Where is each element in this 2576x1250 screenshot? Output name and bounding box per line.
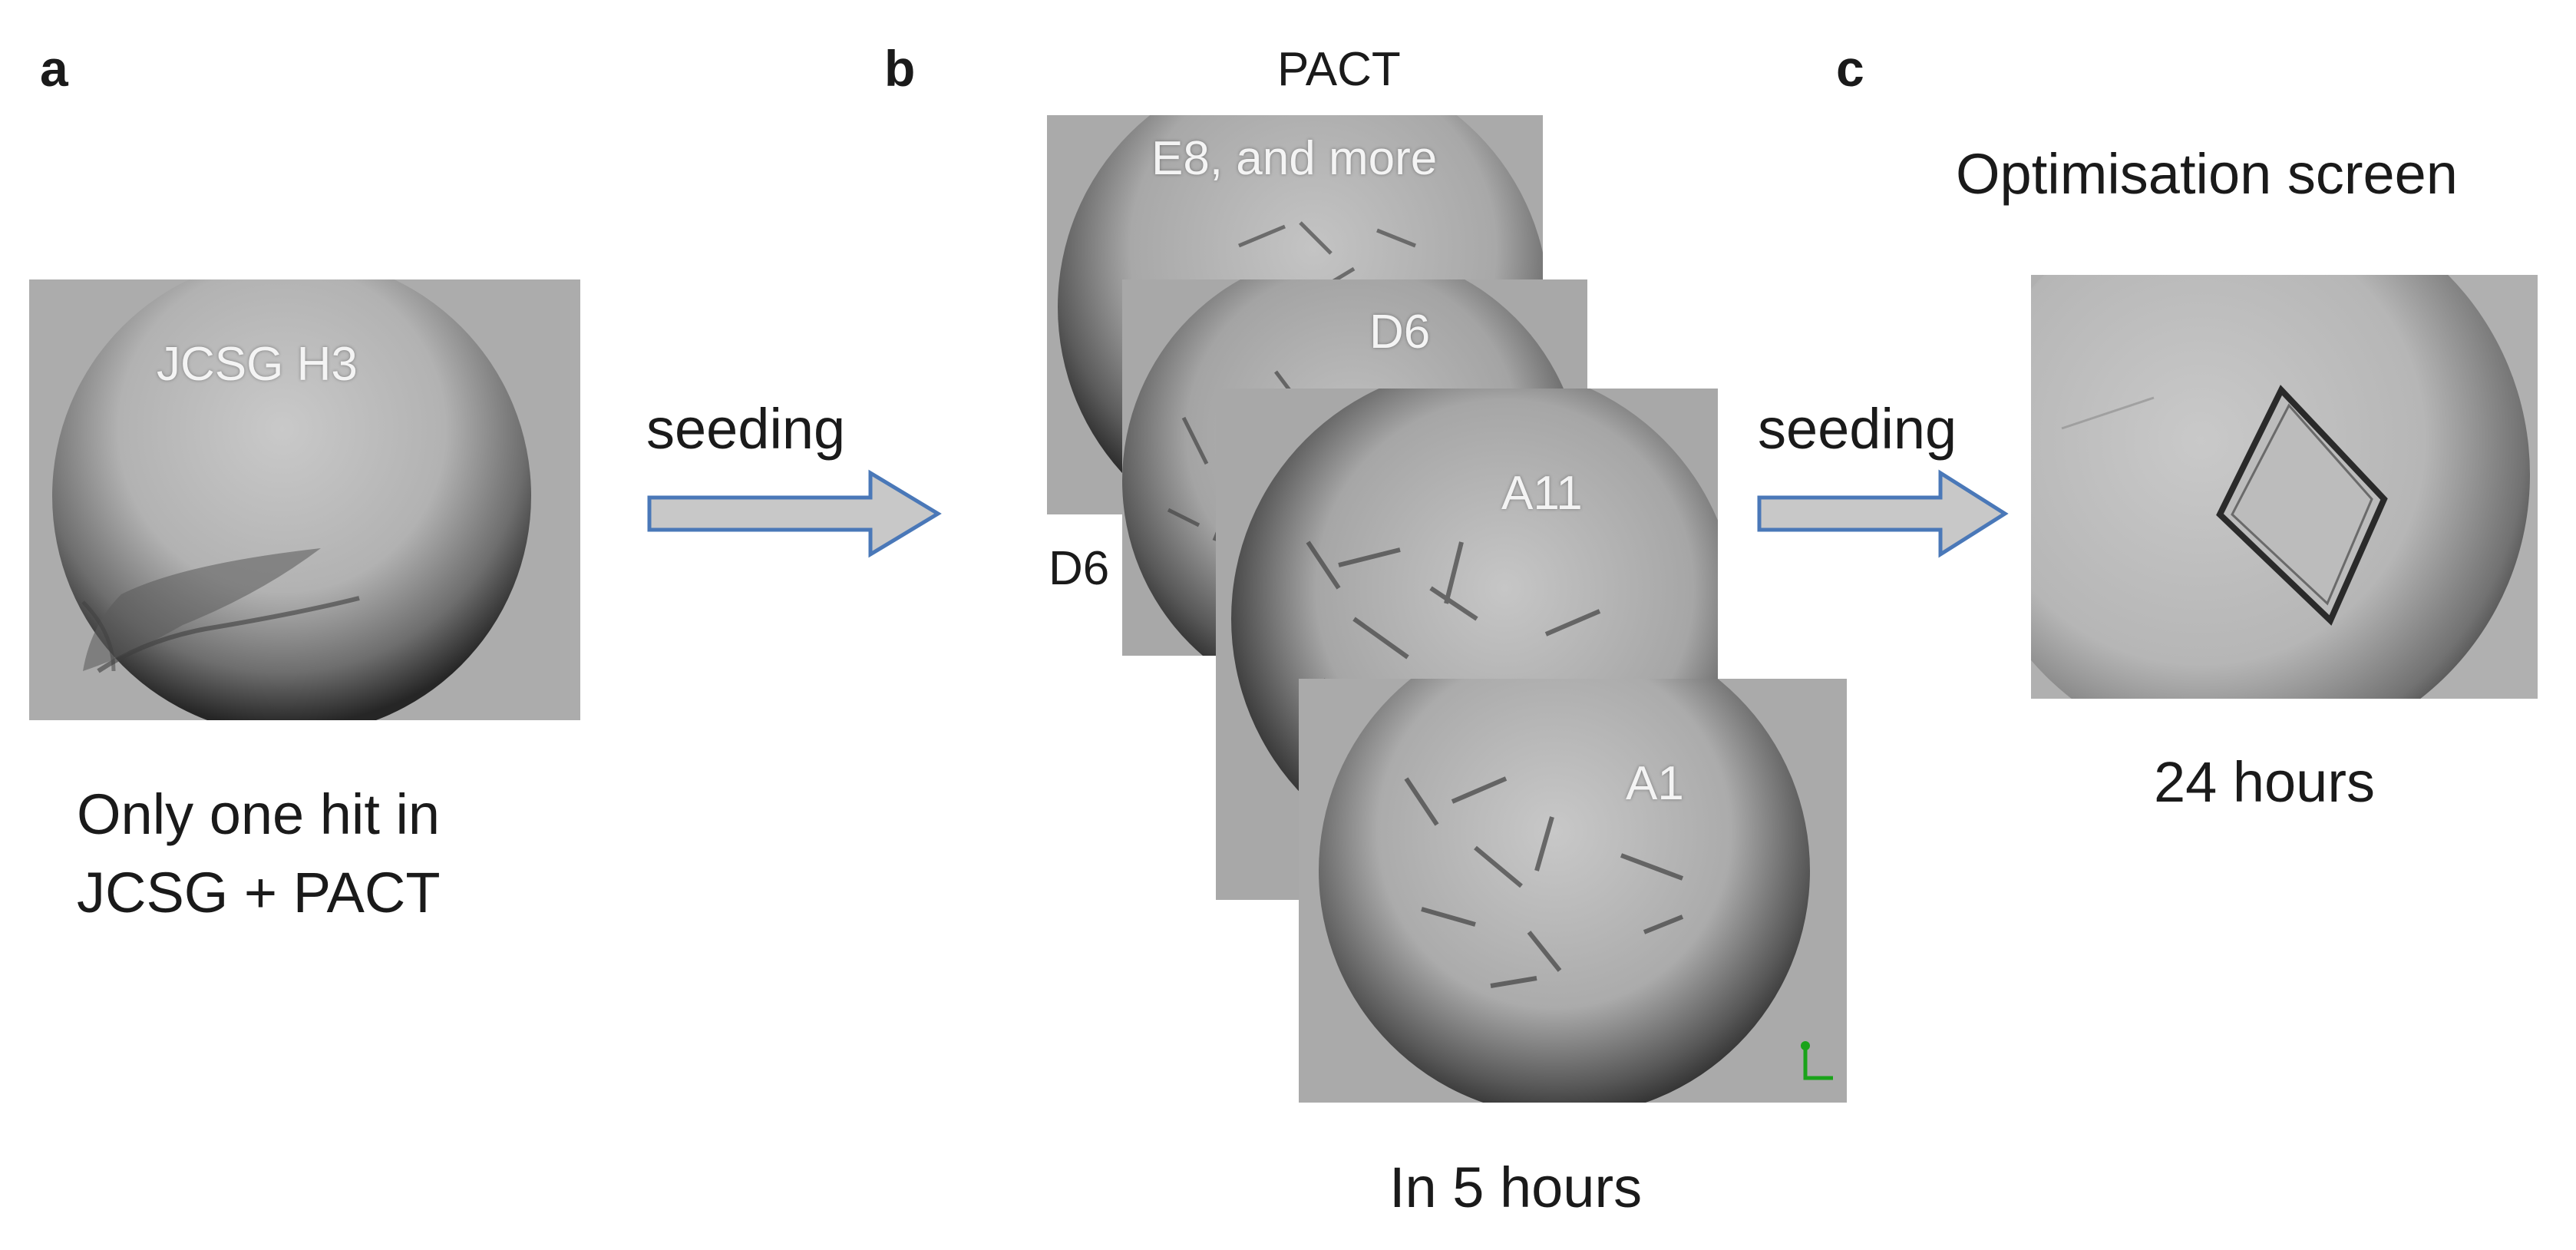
panel-a-drop-label: JCSG H3: [157, 338, 358, 391]
seeding-arrow-2: [1756, 468, 2010, 559]
panel-a-micrograph: JCSG H3: [29, 279, 580, 720]
panel-a-caption-line2: JCSG + PACT: [77, 861, 441, 924]
panel-b-drop-label-4: A1: [1626, 757, 1684, 810]
arrow-1-label: seeding: [646, 397, 846, 461]
panel-a-caption-line1: Only one hit in: [77, 782, 441, 846]
panel-b-drop-label-1: E8, and more: [1151, 132, 1438, 185]
seeding-arrow-1: [646, 468, 943, 559]
panel-b-micrograph-4: A1: [1299, 679, 1847, 1103]
panel-b-drop-label-3: A11: [1501, 467, 1583, 520]
panel-c-letter: c: [1836, 40, 1864, 97]
arrow-2-label: seeding: [1758, 397, 1957, 461]
panel-b-letter: b: [884, 40, 916, 97]
panel-b-screen-title: PACT: [1277, 43, 1401, 96]
panel-c-title: Optimisation screen: [1956, 142, 2458, 206]
panel-c-micrograph: [2031, 275, 2538, 699]
panel-a-letter: a: [40, 40, 68, 97]
panel-b-side-label: D6: [1049, 542, 1110, 595]
panel-b-drop-label-2: D6: [1369, 306, 1431, 359]
panel-c-caption: 24 hours: [2154, 750, 2375, 814]
panel-b-caption: In 5 hours: [1389, 1156, 1643, 1219]
